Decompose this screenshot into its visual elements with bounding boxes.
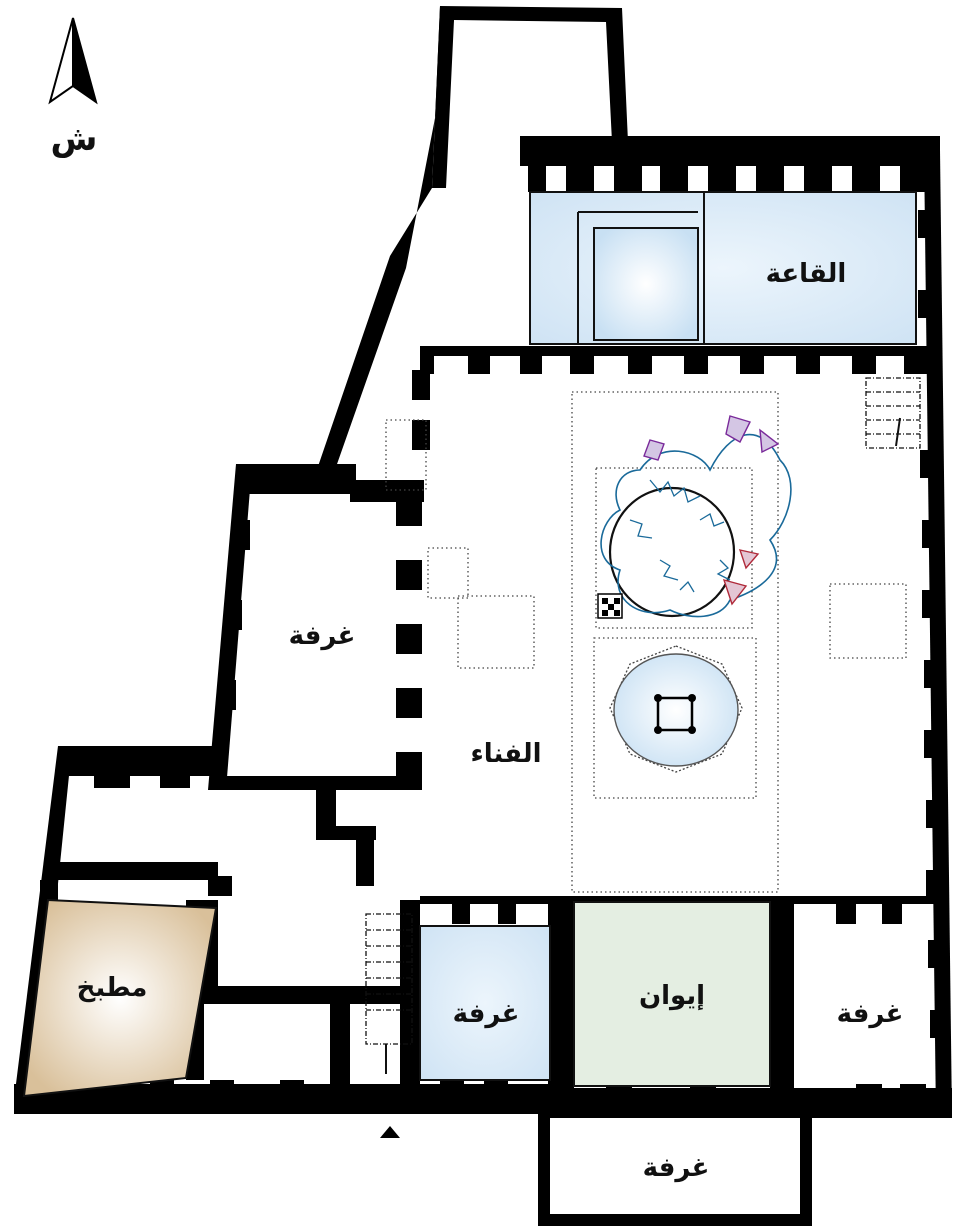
label-room-south-annex: غرفة <box>643 1153 710 1183</box>
fountain <box>609 645 743 773</box>
north-arrow-icon <box>48 17 74 105</box>
tree-icon <box>600 415 792 618</box>
stairs-west-icon <box>365 913 413 1074</box>
north-arrow <box>48 17 98 105</box>
north-label: ش <box>51 119 98 159</box>
label-iwan: إيوان <box>639 981 705 1011</box>
label-room-west: غرفة <box>289 621 356 651</box>
label-kitchen: مطبخ <box>77 973 148 1003</box>
label-qaa: القاعة <box>766 259 847 289</box>
label-room-southeast: غرفة <box>837 999 904 1029</box>
tree-base-icon <box>597 593 623 619</box>
fountain-base-icon <box>656 696 694 732</box>
kitchen-room <box>22 898 218 1098</box>
label-room-south-center: غرفة <box>453 999 520 1029</box>
label-courtyard: الفناء <box>470 739 541 769</box>
courtyard-layout <box>385 391 907 893</box>
stairs-east-icon <box>865 377 921 449</box>
qaa-durqaa <box>593 227 699 341</box>
entrance-arrow-icon <box>380 1126 400 1138</box>
qaa-room <box>529 191 917 345</box>
iwan-room <box>573 901 771 1087</box>
north-arrow-icon-shade <box>72 17 98 105</box>
room-south-center <box>419 925 551 1081</box>
